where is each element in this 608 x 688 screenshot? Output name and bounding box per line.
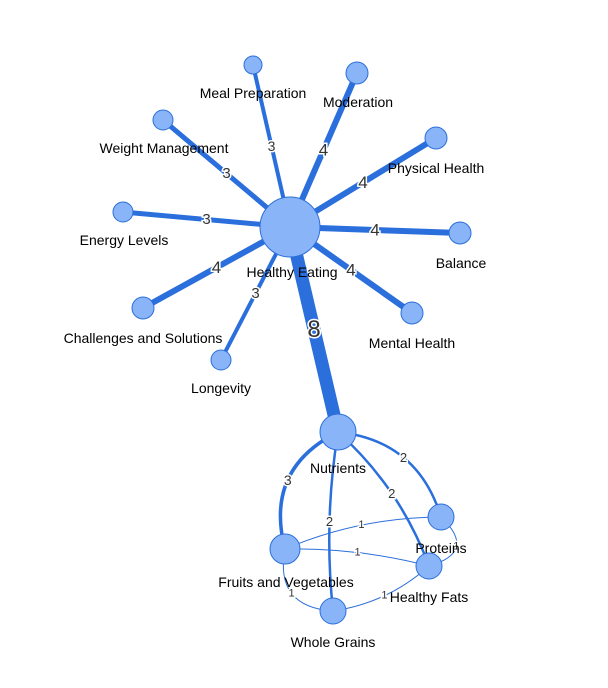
edge-weight-label: 8 — [307, 316, 320, 343]
node-proteins[interactable] — [427, 503, 455, 531]
edge-weight-label: 3 — [268, 138, 276, 154]
node-label-challenges-solutions: Challenges and Solutions — [64, 330, 223, 346]
node-label-fruits-vegetables: Fruits and Vegetables — [218, 574, 353, 590]
node-physical-health[interactable] — [424, 126, 448, 150]
node-labels-layer: Healthy Eating Meal PreparationModeration… — [64, 85, 487, 650]
node-label-whole-grains: Whole Grains — [291, 634, 376, 650]
edge-weight-label: 4 — [319, 141, 328, 160]
edge-labels-layer: 3 4 3 4 3 4 4 4 3 8 2 3 2 2 1 1 1 1 1 — [201, 137, 461, 604]
nodes-layer — [112, 55, 472, 625]
node-challenges-solutions[interactable] — [131, 296, 155, 320]
edge-nutrients-whole_grains — [328, 431, 340, 612]
node-meal-preparation[interactable] — [243, 55, 263, 75]
node-label-energy-levels: Energy Levels — [80, 232, 169, 248]
edge-weight-label: 1 — [453, 541, 459, 553]
node-label-healthy-fats: Healthy Fats — [390, 589, 469, 605]
node-healthy-fats[interactable] — [415, 552, 443, 580]
node-fruits-vegetables[interactable] — [269, 533, 301, 565]
edge-weight-label: 4 — [346, 261, 355, 280]
node-whole-grains[interactable] — [319, 597, 347, 625]
node-healthy-eating[interactable] — [259, 196, 321, 258]
node-weight-management[interactable] — [152, 109, 174, 131]
node-label-physical-health: Physical Health — [388, 160, 485, 176]
node-nutrients[interactable] — [319, 413, 357, 451]
edge-weight-label: 3 — [284, 472, 292, 488]
edge-weight-label: 3 — [222, 165, 230, 182]
edge-fruits_vegetables-healthy_fats — [284, 548, 430, 567]
node-longevity[interactable] — [210, 349, 232, 371]
node-label-healthy-eating: Healthy Eating — [246, 264, 337, 280]
edge-weight-label: 2 — [326, 514, 333, 529]
node-moderation[interactable] — [345, 61, 369, 85]
edge-weight-label: 3 — [202, 211, 210, 228]
node-balance[interactable] — [448, 221, 472, 245]
edge-nutrients-healthy_fats — [337, 431, 431, 567]
node-label-nutrients: Nutrients — [310, 460, 366, 476]
node-label-mental-health: Mental Health — [369, 335, 455, 351]
edge-weight-label: 1 — [355, 547, 361, 559]
node-label-longevity: Longevity — [191, 380, 251, 396]
edge-weight-label: 3 — [251, 285, 259, 302]
node-energy-levels[interactable] — [112, 201, 134, 223]
node-label-balance: Balance — [436, 255, 487, 271]
edge-proteins-fruits_vegetables — [284, 516, 442, 550]
edge-weight-label: 4 — [358, 173, 367, 192]
edge-weight-label: 1 — [289, 587, 295, 599]
node-label-weight-management: Weight Management — [100, 140, 229, 156]
edge-weight-label: 1 — [358, 519, 364, 531]
node-label-meal-preparation: Meal Preparation — [200, 85, 307, 101]
node-label-proteins: Proteins — [415, 540, 466, 556]
edge-weight-label: 4 — [370, 221, 379, 240]
edge-weight-label: 1 — [381, 590, 387, 602]
edge-weight-label: 4 — [212, 258, 221, 277]
node-label-moderation: Moderation — [323, 94, 393, 110]
edge-weight-label: 2 — [388, 486, 395, 501]
edge-weight-label: 2 — [400, 450, 407, 465]
node-mental-health[interactable] — [400, 301, 424, 325]
